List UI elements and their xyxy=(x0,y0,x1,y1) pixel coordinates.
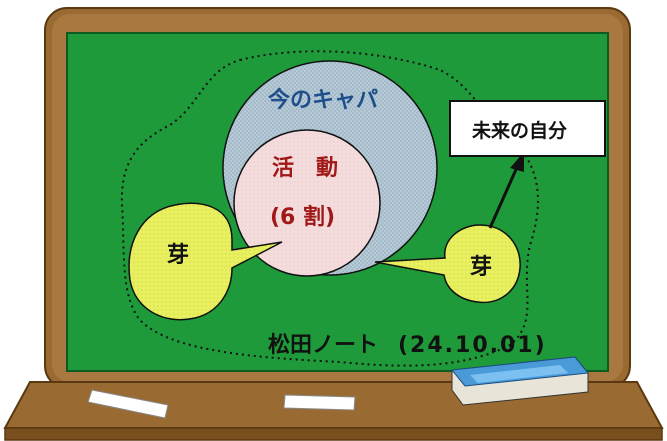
activity-ratio-label: (6 割) xyxy=(270,204,335,230)
chalk-piece-long xyxy=(87,389,169,419)
future-self-label: 未来の自分 xyxy=(471,119,567,142)
capacity-label: 今のキャパ xyxy=(268,87,378,113)
chalk-piece-short xyxy=(283,394,356,411)
note-date: (24.10.01) xyxy=(398,333,547,358)
note-title: 松田ノート xyxy=(268,333,378,358)
eraser xyxy=(451,356,589,406)
activity-label: 活 動 xyxy=(272,156,338,181)
left-sprout-bubble xyxy=(128,202,283,321)
right-sprout-bubble xyxy=(374,224,521,304)
activity-circle xyxy=(233,129,381,277)
future-self-box xyxy=(449,100,606,157)
dotted-boundary xyxy=(120,50,539,367)
left-sprout-label: 芽 xyxy=(167,243,189,268)
right-sprout-label: 芽 xyxy=(470,255,492,280)
